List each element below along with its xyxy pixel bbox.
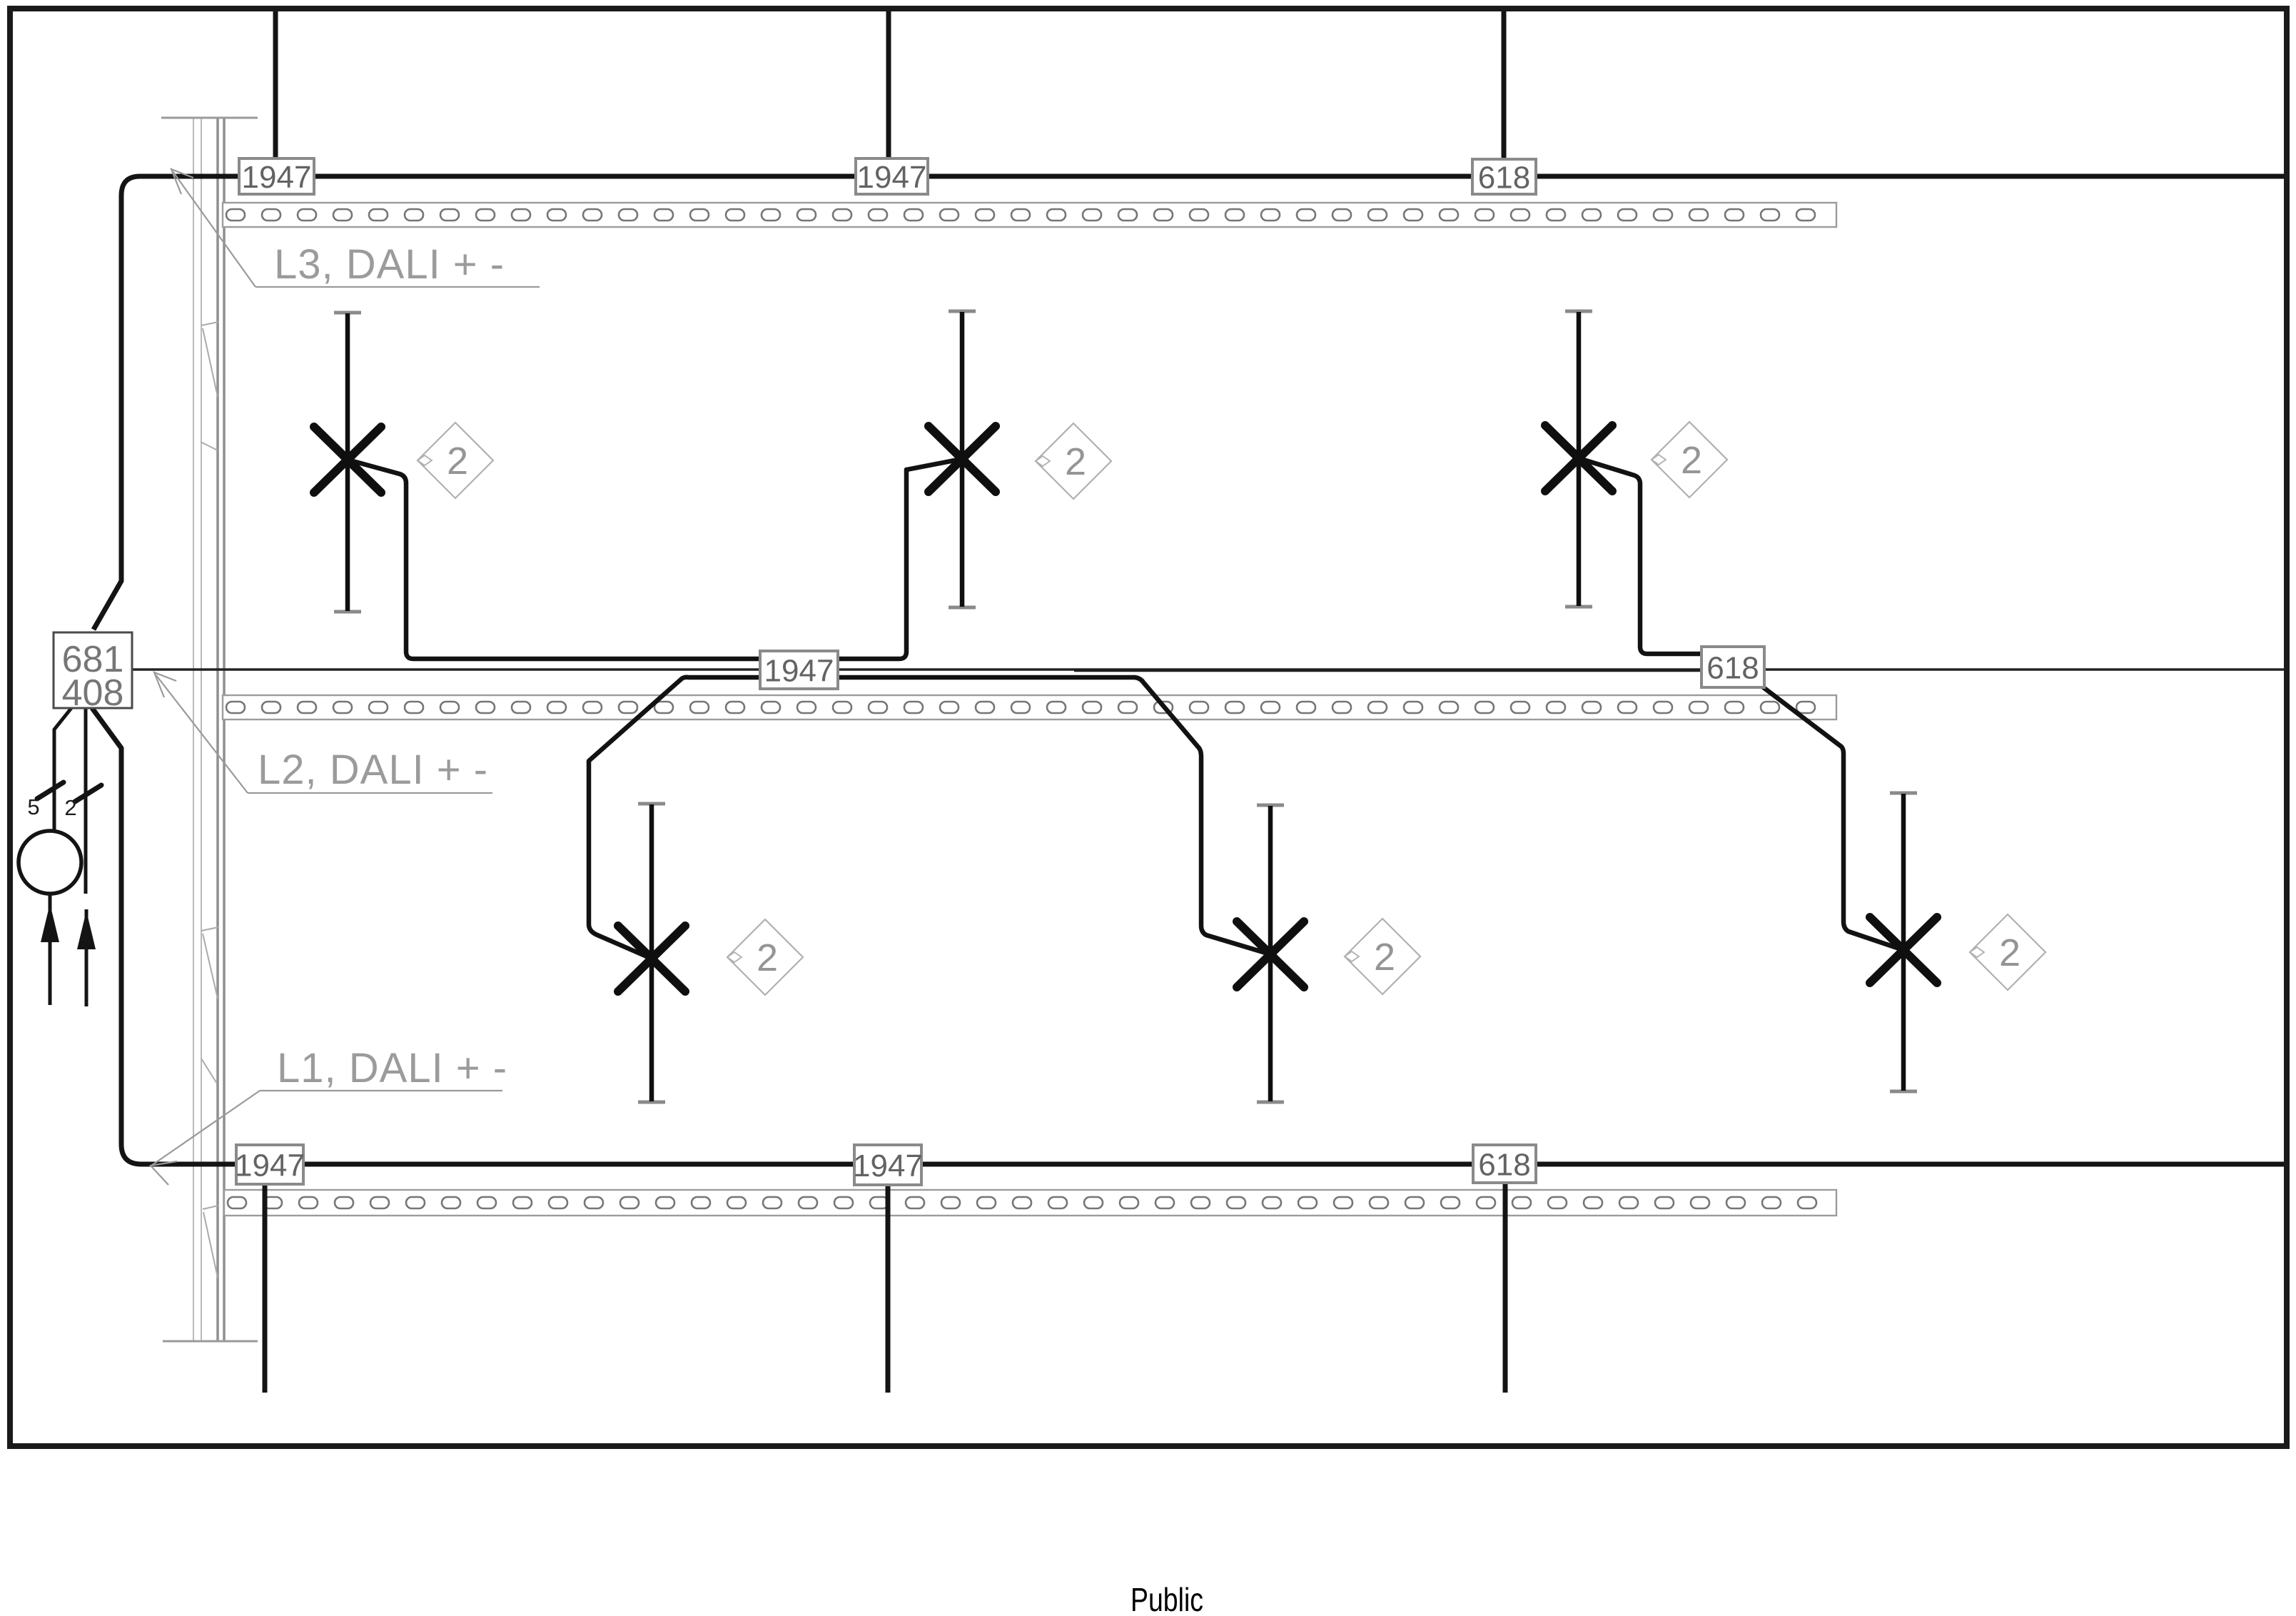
svg-text:2: 2 xyxy=(64,795,76,820)
svg-text:618: 618 xyxy=(1478,161,1530,196)
svg-text:1947: 1947 xyxy=(235,1148,305,1183)
svg-text:Public: Public xyxy=(1131,1581,1203,1616)
svg-text:L1, DALI + -: L1, DALI + - xyxy=(277,1045,507,1091)
svg-text:2: 2 xyxy=(447,440,468,483)
svg-text:1947: 1947 xyxy=(764,654,834,689)
svg-text:2: 2 xyxy=(757,936,778,979)
svg-text:5: 5 xyxy=(27,794,39,819)
svg-text:1947: 1947 xyxy=(853,1148,923,1183)
svg-text:1947: 1947 xyxy=(857,160,927,195)
svg-text:L3, DALI + -: L3, DALI + - xyxy=(274,241,505,288)
svg-text:2: 2 xyxy=(1999,931,2021,974)
svg-text:2: 2 xyxy=(1374,936,1395,979)
svg-text:2: 2 xyxy=(1681,439,1702,482)
svg-text:1947: 1947 xyxy=(242,160,312,195)
svg-text:681: 681 xyxy=(62,639,124,680)
svg-text:618: 618 xyxy=(1478,1148,1530,1183)
svg-text:L2, DALI + -: L2, DALI + - xyxy=(258,747,488,793)
svg-text:2: 2 xyxy=(1065,440,1086,483)
svg-text:618: 618 xyxy=(1706,651,1759,686)
svg-text:408: 408 xyxy=(62,672,124,714)
